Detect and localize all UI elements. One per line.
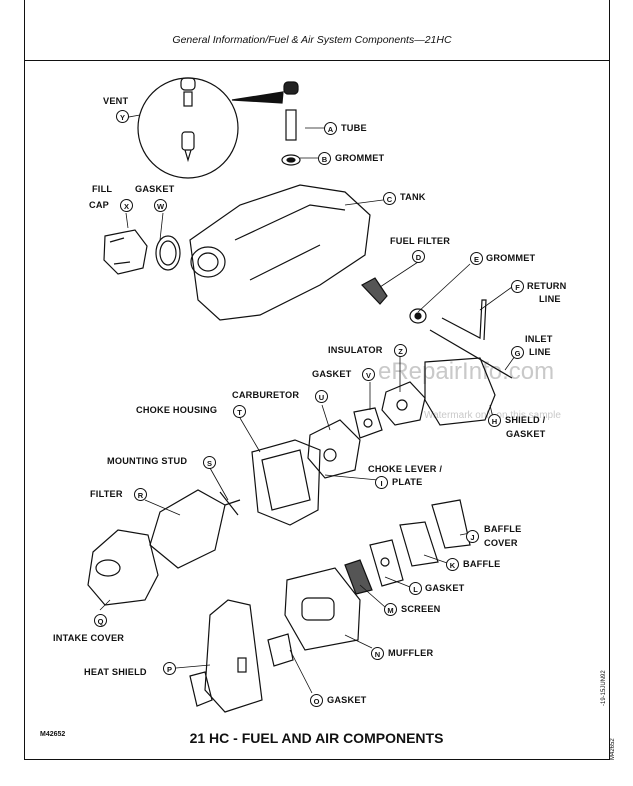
label-grommet-b: GROMMET	[335, 153, 385, 163]
callout-y: Y	[116, 110, 129, 123]
callout-k: K	[446, 558, 459, 571]
diagram-frame	[24, 60, 610, 760]
baffle-illustration	[399, 521, 439, 567]
label-filter: FILTER	[90, 489, 123, 499]
label-tank: TANK	[400, 192, 426, 202]
label-vent: VENT	[103, 96, 129, 106]
callout-q: Q	[94, 614, 107, 627]
right-edge-rule	[609, 0, 611, 60]
callout-c: C	[383, 192, 396, 205]
mounting-stud-illustration	[219, 491, 241, 516]
callout-x: X	[120, 199, 133, 212]
left-edge-rule	[24, 0, 26, 60]
callout-g: G	[511, 346, 524, 359]
label-shield-gasket: GASKET	[506, 429, 546, 439]
side-code-figure: M42652	[610, 738, 616, 760]
leader-lines	[99, 114, 516, 694]
label-fill: FILL	[92, 184, 113, 194]
label-muffler: MUFFLER	[388, 648, 434, 658]
callout-z: Z	[394, 344, 407, 357]
screen-illustration	[344, 559, 373, 595]
callout-b: B	[318, 152, 331, 165]
callout-j: J	[466, 530, 479, 543]
label-gasket-v: GASKET	[312, 369, 352, 379]
gasket-w-illustration	[155, 235, 181, 271]
tube-illustration	[283, 81, 299, 141]
shield-gasket-illustration	[424, 357, 496, 426]
label-baffle: BAFFLE	[463, 559, 501, 569]
callout-m: M	[384, 603, 397, 616]
watermark: eRepairInfo.com	[378, 358, 555, 385]
callout-d: D	[412, 250, 425, 263]
baffle-cover-illustration	[431, 499, 471, 549]
label-choke-housing: CHOKE HOUSING	[136, 405, 218, 415]
intake-cover-illustration	[87, 529, 159, 606]
label-inlet-line: LINE	[529, 347, 551, 357]
label-insulator: INSULATOR	[328, 345, 383, 355]
label-fuel-filter: FUEL FILTER	[390, 236, 451, 246]
label-heat-shield: HEAT SHIELD	[84, 667, 147, 677]
label-return-line: LINE	[539, 294, 561, 304]
inlet-line-illustration	[429, 329, 513, 379]
label-cap: CAP	[89, 200, 109, 210]
figure-title: 21 HC - FUEL AND AIR COMPONENTS	[189, 730, 444, 746]
label-shield: SHIELD /	[505, 415, 546, 425]
callout-r: R	[134, 488, 147, 501]
callout-f: F	[511, 280, 524, 293]
callout-e: E	[470, 252, 483, 265]
grommet-e-illustration	[409, 308, 427, 324]
callout-u: U	[315, 390, 328, 403]
figure-code: M42652	[40, 731, 66, 738]
callout-o: O	[310, 694, 323, 707]
label-choke-lever: CHOKE LEVER /	[368, 464, 443, 474]
filter-illustration	[149, 489, 226, 569]
label-carburetor: CARBURETOR	[232, 390, 300, 400]
side-code-date: -19-15JUN92	[601, 670, 607, 706]
label-return: RETURN	[527, 281, 567, 291]
callout-l: L	[409, 582, 422, 595]
page-header: General Information/Fuel & Air System Co…	[172, 34, 452, 46]
label-gasket-l: GASKET	[425, 583, 465, 593]
callout-i: I	[375, 476, 388, 489]
callout-v: V	[362, 368, 375, 381]
gasket-o-illustration	[189, 633, 294, 707]
label-screen: SCREEN	[401, 604, 441, 614]
label-baffle-cover-1: BAFFLE	[484, 524, 522, 534]
return-line-illustration	[441, 299, 487, 341]
choke-housing-illustration	[251, 439, 321, 526]
label-tube: TUBE	[341, 123, 367, 133]
gasket-l-illustration	[369, 539, 404, 587]
tank-illustration	[189, 184, 371, 321]
vent-detail-illustration	[137, 77, 284, 179]
insulator-illustration	[381, 381, 426, 426]
callout-t: T	[233, 405, 246, 418]
label-gasket-o: GASKET	[327, 695, 367, 705]
fuel-filter-illustration	[361, 277, 388, 305]
label-gasket-w: GASKET	[135, 184, 175, 194]
label-inlet: INLET	[525, 334, 553, 344]
callout-w: W	[154, 199, 167, 212]
callout-n: N	[371, 647, 384, 660]
fill-cap-illustration	[103, 229, 148, 275]
label-grommet-e: GROMMET	[486, 253, 536, 263]
grommet-b-illustration	[281, 154, 301, 166]
callout-a: A	[324, 122, 337, 135]
label-intake-cover: INTAKE COVER	[53, 633, 125, 643]
carburetor-illustration	[307, 419, 361, 479]
heat-shield-illustration	[204, 599, 263, 713]
callout-s: S	[203, 456, 216, 469]
label-choke-plate: PLATE	[392, 477, 423, 487]
label-baffle-cover-2: COVER	[484, 538, 518, 548]
callout-h: H	[488, 414, 501, 427]
muffler-illustration	[284, 567, 361, 651]
callout-p: P	[163, 662, 176, 675]
gasket-v-illustration	[353, 407, 383, 439]
label-mounting-stud: MOUNTING STUD	[107, 456, 188, 466]
